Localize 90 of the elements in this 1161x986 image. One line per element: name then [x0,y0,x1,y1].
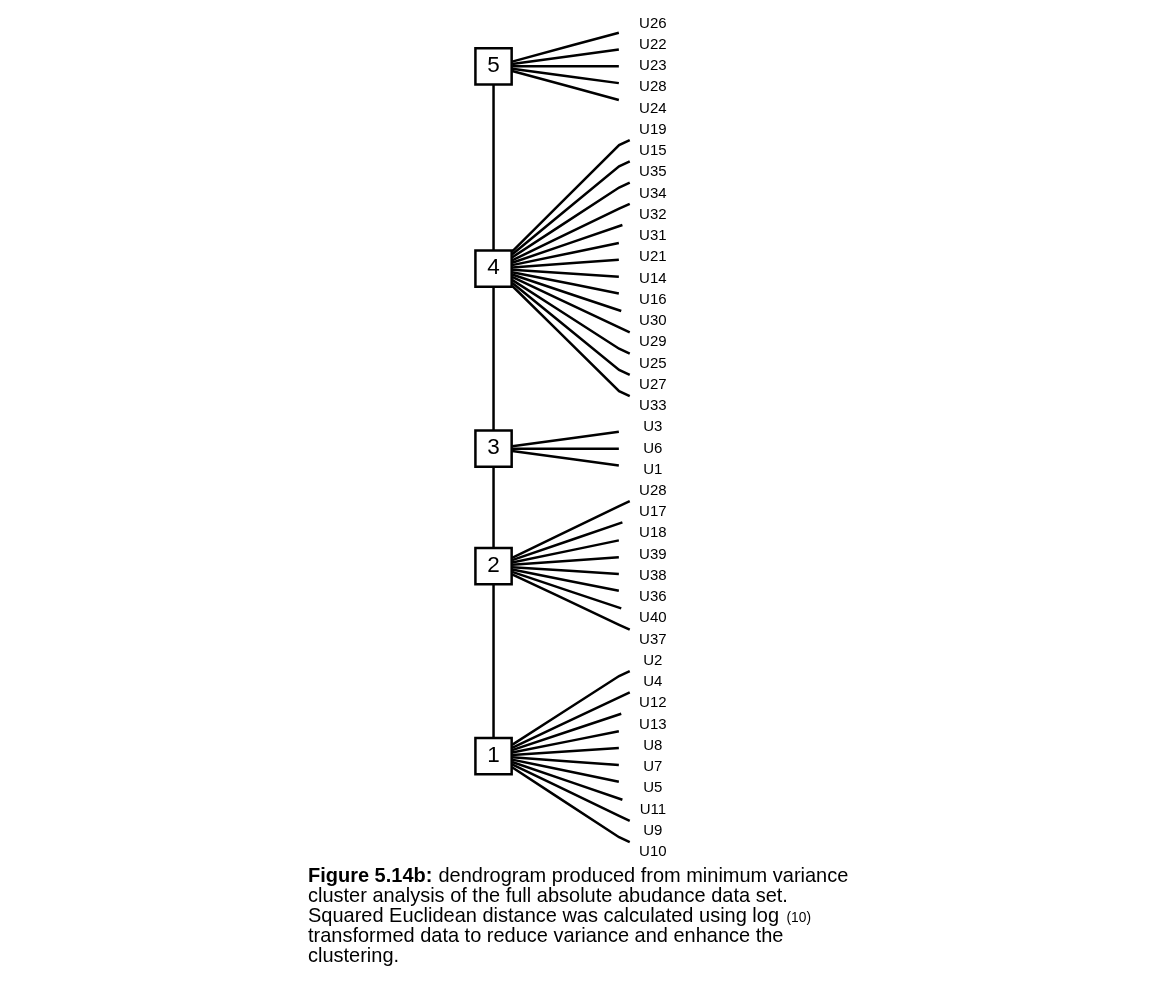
connector [510,766,630,844]
connector [511,760,623,801]
node-text: U5 [642,778,662,796]
node-text: U38 [638,565,667,583]
connector [511,273,622,313]
node-text: U16 [638,289,667,307]
node-text: U40 [638,608,667,626]
node-text: U2 [642,650,662,668]
connector [511,521,623,562]
node-text: U36 [638,587,667,605]
node-text: U25 [638,353,667,371]
connector [491,287,495,431]
node-text: U14 [638,268,667,286]
node-text: U6 [642,438,662,456]
connector [510,139,630,253]
connector [511,223,623,264]
node-text: U21 [638,247,667,265]
node-text: U34 [638,183,667,201]
connector [511,712,622,752]
connector [511,763,630,823]
node-text: U11 [639,799,666,817]
node-text: U31 [638,226,667,244]
node-text: U37 [638,629,667,647]
connector [511,69,619,102]
connector [511,555,619,567]
node-text: U4 [642,672,662,690]
node-text: U13 [638,714,667,732]
connector [511,500,630,559]
connector [511,573,630,631]
connector [510,284,630,398]
connector [511,691,630,749]
connector [511,48,619,66]
connector [511,65,619,68]
node-text: U39 [638,544,667,562]
connector [511,539,619,564]
node-text: U10 [638,842,667,860]
connector [510,160,630,256]
node-text: U8 [642,735,662,753]
connector [510,670,630,746]
connector [511,730,619,754]
node-text: U22 [638,34,667,52]
node-text: U15 [638,141,667,159]
connector [491,84,495,251]
node-text: U28 [638,77,667,95]
connector [510,278,630,355]
connector [511,570,622,610]
connector [491,466,495,548]
node-text: U23 [638,56,667,74]
node-text: U28 [638,481,667,498]
node-text: U19 [638,119,667,137]
connector [511,270,619,295]
node-text: U30 [638,311,667,329]
connector [511,565,619,576]
node-text: U33 [638,396,667,414]
connector [491,584,495,738]
connector [511,67,619,85]
node-text: U35 [638,162,667,180]
node-box: 4 [473,249,513,289]
connector [511,449,619,467]
connector [511,758,619,783]
node-text: U29 [638,332,667,350]
caption: Figure 5.14b: dendrogram produced from minimum variance cluster analysis of the full absolute abudance data set. Squared Euclidean distance was calculated using log(10) transformed data to reduce variance and enhance the clustering. [307,863,848,966]
connector [511,31,619,63]
node-text: U12 [638,693,667,711]
connector [511,268,619,278]
connector [511,241,619,267]
connector [511,447,619,450]
connector [511,275,630,334]
node-text: U7 [642,757,662,775]
node-box: 3 [473,429,513,468]
connector [511,258,619,269]
connector [510,281,630,376]
connector [510,181,630,259]
node-text: U17 [638,502,667,520]
node-text: U1 [642,459,662,477]
node-text: U26 [638,13,667,31]
connector [511,430,619,448]
node-text: U32 [638,204,667,222]
node-box: 5 [473,46,513,86]
node-text: U3 [642,417,662,435]
node-text: U27 [638,374,667,392]
connector [511,756,619,767]
node-text: U9 [642,820,662,838]
node-text: U24 [638,98,667,116]
connector [511,746,619,757]
node-box: 1 [473,736,513,776]
connector [511,202,630,262]
connector [511,568,619,593]
node-text: U18 [638,523,667,541]
node-box: 2 [473,546,513,586]
